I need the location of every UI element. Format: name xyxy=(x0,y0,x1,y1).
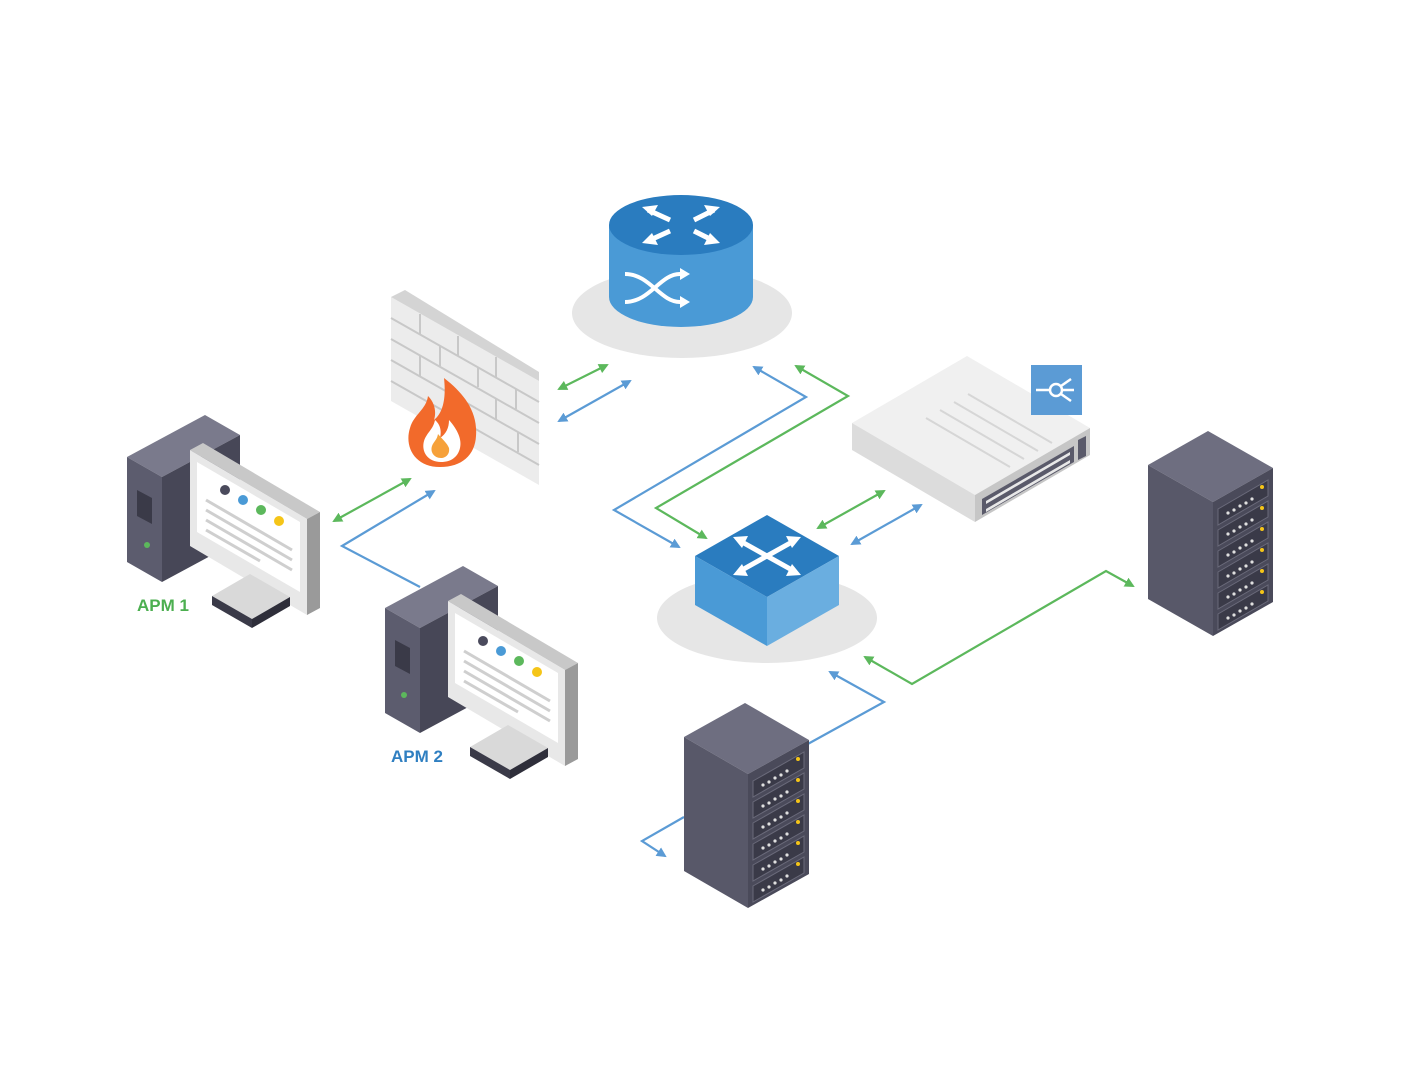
link-switch-server-right xyxy=(863,569,1135,686)
server-right-units xyxy=(1217,479,1269,631)
link-switch-lb-green xyxy=(816,490,886,529)
workstation-apm1 xyxy=(127,415,320,628)
link-router-switch-green xyxy=(653,365,851,540)
link-switch-lb-blue xyxy=(850,504,923,545)
load-balancer-icon xyxy=(852,356,1090,522)
apm1-label: APM 1 xyxy=(137,596,189,615)
workstation-apm2 xyxy=(385,566,578,779)
network-switch-icon xyxy=(657,515,877,663)
apm2-label: APM 2 xyxy=(391,747,443,766)
connections xyxy=(332,364,1135,858)
server-rack-bottom xyxy=(684,703,809,908)
link-apm2-firewall xyxy=(339,489,436,588)
link-apm1-firewall xyxy=(332,478,412,522)
firewall-icon xyxy=(390,290,540,485)
link-firewall-router-blue xyxy=(557,380,632,422)
link-router-switch-blue xyxy=(611,366,809,548)
router-icon xyxy=(572,195,792,358)
link-switch-server-bottom xyxy=(805,671,887,746)
link-firewall-router-green xyxy=(557,364,609,390)
server-rack-right xyxy=(1148,431,1273,636)
link-server-bottom-out xyxy=(639,816,685,858)
